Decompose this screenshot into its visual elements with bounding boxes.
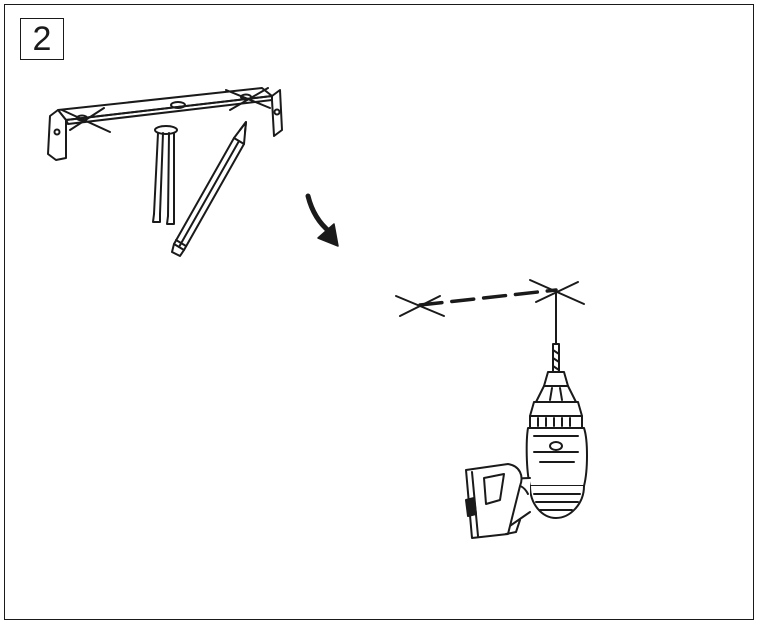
step-number: 2 — [32, 20, 52, 58]
step-number-badge: 2 — [20, 18, 64, 60]
instruction-panel — [4, 4, 754, 620]
power-cable — [152, 125, 178, 225]
mounting-bracket — [47, 87, 283, 161]
cordless-drill — [465, 291, 588, 539]
pencil — [171, 121, 247, 257]
curved-arrow — [305, 193, 339, 247]
